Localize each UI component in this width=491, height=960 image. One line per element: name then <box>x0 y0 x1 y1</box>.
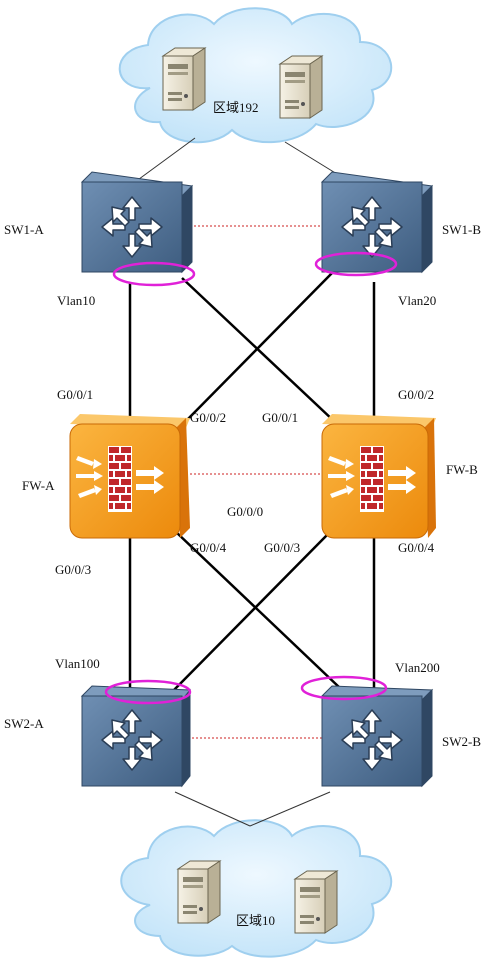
server-icon <box>279 55 323 119</box>
port-label: G0/0/0 <box>227 504 263 519</box>
port-label: G0/0/1 <box>262 410 298 425</box>
port-label: G0/0/3 <box>55 562 91 577</box>
device-label-sw1a: SW1-A <box>4 222 44 237</box>
cloud-icon <box>118 7 393 144</box>
link-fwa-sw2b <box>175 531 341 689</box>
link-sw1b-fwa <box>184 269 336 423</box>
links <box>128 137 376 827</box>
device-label-fwb: FW-B <box>446 462 478 477</box>
link-sw2a-cloud <box>174 791 251 827</box>
port-label: G0/0/2 <box>190 410 226 425</box>
device-label-fwa: FW-A <box>22 478 55 493</box>
cloud-icon <box>120 819 393 958</box>
port-label: G0/0/1 <box>57 387 93 402</box>
vlan-label-sw1b: Vlan20 <box>398 293 436 308</box>
region-label: 区域192 <box>213 100 259 115</box>
vlan-label-sw2a: Vlan100 <box>55 656 100 671</box>
vlan-ellipse-sw2b <box>300 675 388 701</box>
port-label: G0/0/4 <box>398 540 435 555</box>
region-label: 区域10 <box>236 913 275 928</box>
vlan-label-sw1a: Vlan10 <box>57 293 95 308</box>
switch-sw1a <box>80 171 194 274</box>
link-cloud-sw1a <box>134 137 196 183</box>
switch-sw2b <box>320 685 434 788</box>
link-sw2b-cloud <box>249 791 331 827</box>
port-label: G0/0/3 <box>264 540 300 555</box>
link-sw1a-fwb <box>181 277 336 423</box>
cloud-region-10: 区域10 <box>120 819 393 958</box>
firewall-fwa <box>69 414 190 539</box>
firewall-fwb <box>321 414 436 539</box>
server-icon <box>162 47 206 111</box>
vlan-label-sw2b: Vlan200 <box>395 660 440 675</box>
cloud-region-192: 区域192 <box>118 7 393 144</box>
port-label: G0/0/4 <box>190 540 227 555</box>
vlan-ellipse-sw1b <box>314 251 398 277</box>
vlan-ellipse-sw2a <box>104 679 192 705</box>
device-label-sw1b: SW1-B <box>442 222 481 237</box>
device-label-sw2a: SW2-A <box>4 716 44 731</box>
server-icon <box>177 860 221 924</box>
switch-sw2a <box>80 685 192 788</box>
link-fwb-sw2a <box>171 531 331 693</box>
server-icon <box>294 870 338 934</box>
vlan-ellipse-sw1a <box>112 261 196 287</box>
switch-sw1b <box>320 171 434 274</box>
port-label: G0/0/2 <box>398 387 434 402</box>
device-label-sw2b: SW2-B <box>442 734 481 749</box>
